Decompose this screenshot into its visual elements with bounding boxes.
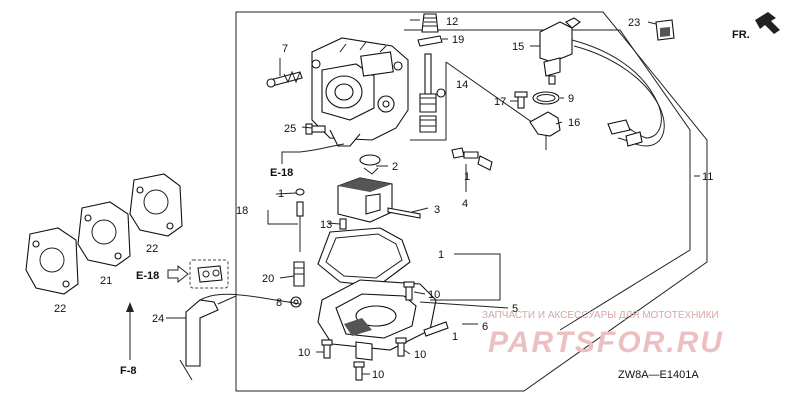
callout-6: 6 — [482, 321, 488, 333]
callout-21: 21 — [100, 275, 112, 287]
wire-connector — [607, 119, 643, 147]
solenoid-15 — [539, 17, 581, 85]
bracket-14 — [410, 62, 447, 141]
callout-labels: 12 19 7 14 25 2 1 4 3 1 18 13 1 20 10 8 … — [54, 16, 713, 381]
fr-label: FR. — [732, 29, 750, 41]
callout-22-b: 22 — [54, 303, 66, 315]
ref-e18-left: E-18 — [136, 270, 159, 282]
callout-1-c: 1 — [438, 249, 444, 261]
gasket-2 — [359, 154, 381, 175]
callout-2: 2 — [392, 161, 398, 173]
cap-12 — [421, 13, 439, 33]
callout-15: 15 — [512, 41, 524, 53]
plate-16 — [529, 111, 561, 137]
left-pointer-arrow — [167, 264, 189, 284]
callout-3: 3 — [434, 204, 440, 216]
bolt-25 — [305, 123, 326, 135]
callout-14: 14 — [456, 79, 468, 91]
screw-8 — [290, 296, 302, 308]
front-direction-arrow — [755, 12, 780, 34]
callout-23: 23 — [628, 17, 640, 29]
watermark-brand: PARTSFOR.RU — [488, 326, 724, 359]
needle-assembly-14 — [419, 53, 446, 133]
nozzle-20 — [293, 261, 305, 287]
callout-25: 25 — [284, 123, 296, 135]
carburetor-body — [311, 37, 409, 147]
insulator-22-top — [129, 173, 183, 237]
clamp-23 — [655, 19, 675, 41]
hose-clamp-ref — [189, 259, 229, 289]
o-ring-9 — [532, 91, 560, 105]
screw-17 — [514, 91, 528, 109]
callout-19: 19 — [452, 34, 464, 46]
callout-24: 24 — [152, 313, 164, 325]
clip-19 — [417, 35, 443, 47]
jet-18 — [295, 188, 305, 252]
callout-16: 16 — [568, 117, 580, 129]
fuel-hose-24 — [185, 295, 237, 367]
callout-4: 4 — [462, 198, 468, 210]
ref-e18-top: E-18 — [270, 167, 293, 179]
callout-9: 9 — [568, 93, 574, 105]
insulator-22-bottom — [25, 227, 79, 295]
callout-17: 17 — [494, 96, 506, 108]
callout-1-d: 1 — [452, 331, 458, 343]
float-3 — [337, 177, 421, 223]
callout-18: 18 — [236, 205, 248, 217]
callout-1-b: 1 — [278, 188, 284, 200]
callout-5: 5 — [512, 303, 518, 315]
float-chamber-gasket — [317, 227, 411, 287]
callout-10-d: 10 — [372, 369, 384, 381]
callout-22-a: 22 — [146, 243, 158, 255]
assembly-frame — [235, 11, 708, 392]
callout-11: 11 — [702, 171, 713, 183]
float-chamber — [317, 279, 437, 361]
callout-10-c: 10 — [414, 349, 426, 361]
bolt-10-d — [353, 361, 365, 381]
bolt-10-b — [321, 339, 333, 359]
pilot-screw-4 — [451, 147, 493, 171]
callout-10-b: 10 — [298, 347, 310, 359]
screw-13 — [339, 218, 347, 230]
bolt-10-c — [395, 337, 407, 357]
callout-10-a: 10 — [428, 289, 440, 301]
fuel-hose-top — [299, 143, 345, 153]
leader-lines — [166, 19, 700, 375]
callout-1-a: 1 — [464, 171, 470, 183]
callout-12: 12 — [446, 16, 458, 28]
bolt-10-a — [403, 281, 415, 301]
callout-13: 13 — [320, 219, 332, 231]
callout-20: 20 — [262, 273, 274, 285]
callout-7: 7 — [282, 43, 288, 55]
insulator-21 — [77, 201, 131, 267]
screw-spring-7 — [266, 70, 303, 88]
ref-f8: F-8 — [120, 365, 137, 377]
drain-screw-6 — [423, 321, 449, 337]
callout-8: 8 — [276, 297, 282, 309]
diagram-code: ZW8A—E1401A — [618, 369, 699, 381]
watermark-tagline: ЗАПЧАСТИ И АКСЕССУАРЫ ДЛЯ МОТОТЕХНИКИ — [482, 310, 719, 321]
